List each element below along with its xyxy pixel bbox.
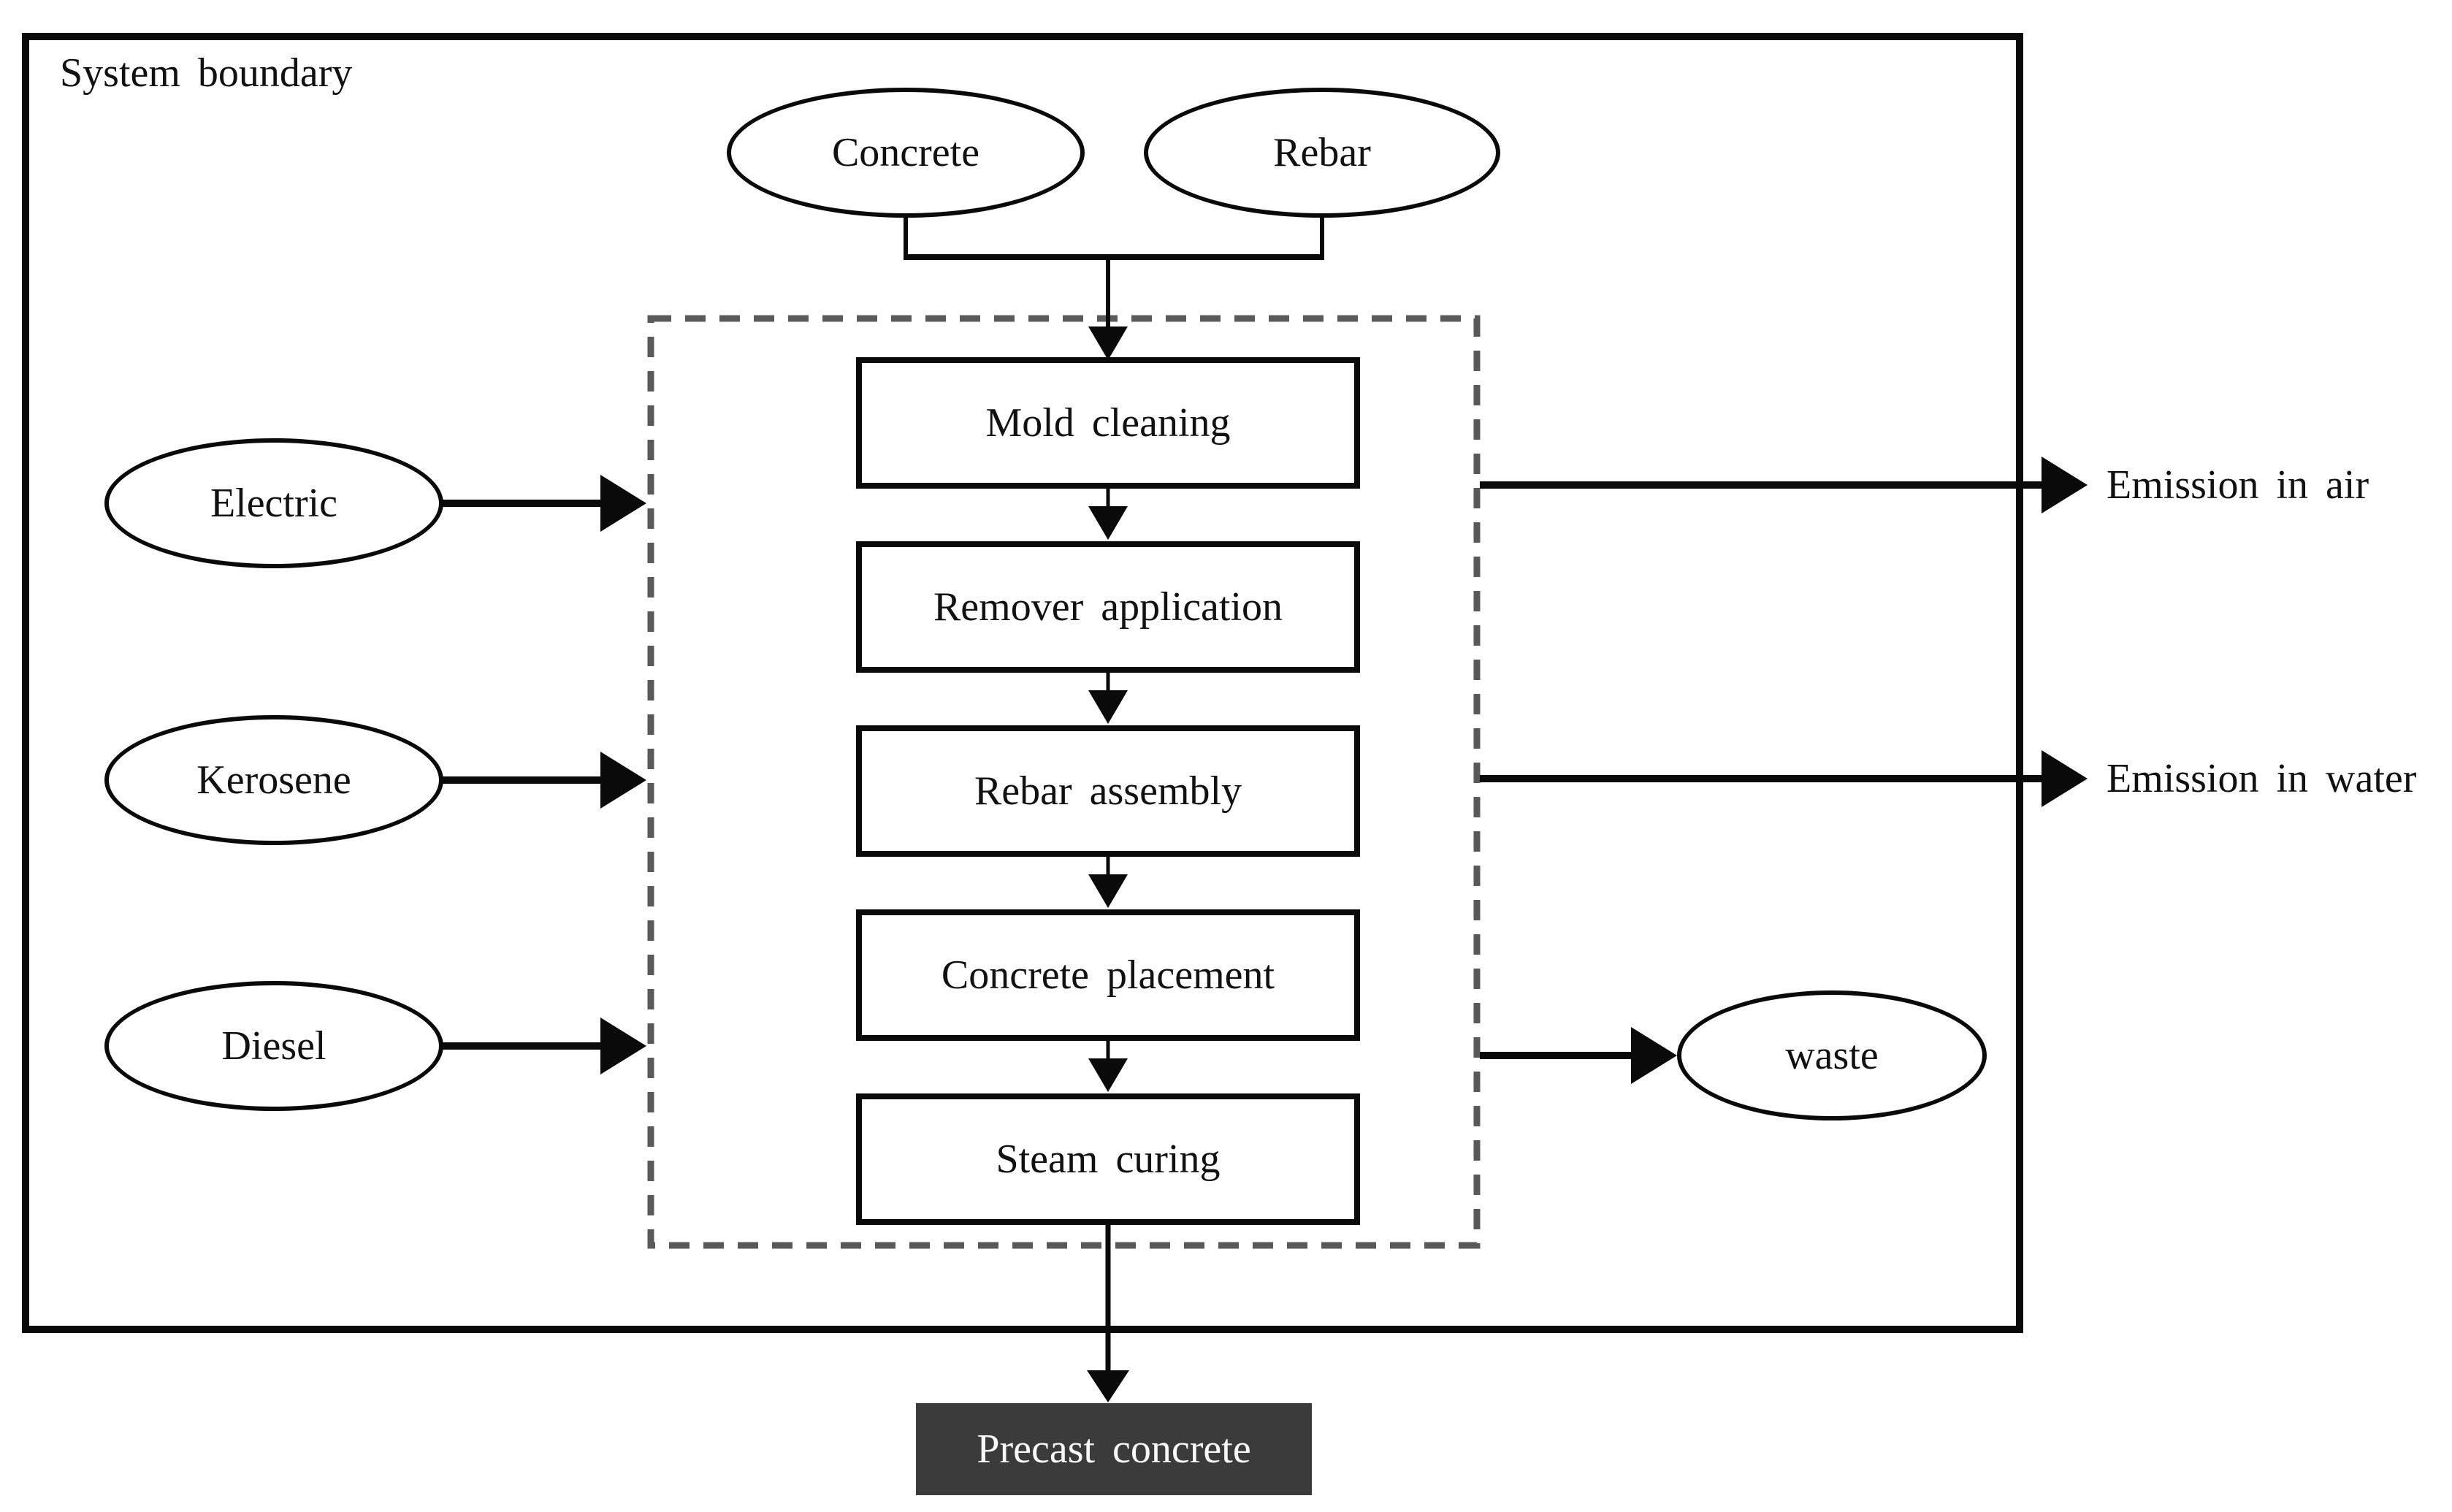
node-waste: waste	[1677, 990, 1987, 1120]
node-rebar: Rebar	[1144, 88, 1500, 218]
node-concrete-label: Concrete	[831, 130, 980, 175]
output-emission-air: Emission in air	[2107, 457, 2369, 513]
process-mold-cleaning: Mold cleaning	[856, 357, 1360, 489]
node-electric: Electric	[104, 438, 443, 568]
output-emission-water-label: Emission in water	[2107, 756, 2417, 801]
node-rebar-label: Rebar	[1273, 130, 1371, 175]
system-boundary-box	[22, 33, 2023, 1333]
output-precast-concrete: Precast concrete	[916, 1403, 1312, 1495]
arrowhead-emission-air	[2042, 457, 2088, 513]
node-concrete: Concrete	[727, 88, 1085, 218]
process-concrete-placement: Concrete placement	[856, 909, 1360, 1041]
process-rebar-assembly: Rebar assembly	[856, 725, 1360, 857]
process-steam-curing-label: Steam curing	[996, 1137, 1221, 1182]
node-diesel-label: Diesel	[221, 1023, 326, 1069]
node-waste-label: waste	[1785, 1033, 1879, 1078]
process-steam-curing: Steam curing	[856, 1093, 1360, 1225]
arrowhead-emission-water	[2042, 750, 2088, 807]
node-kerosene-label: Kerosene	[196, 757, 351, 803]
node-diesel: Diesel	[104, 981, 443, 1111]
output-emission-air-label: Emission in air	[2107, 462, 2369, 508]
output-emission-water: Emission in water	[2107, 751, 2416, 806]
process-concrete-placement-label: Concrete placement	[941, 952, 1275, 998]
process-remover-application: Remover application	[856, 541, 1360, 673]
node-electric-label: Electric	[210, 481, 338, 526]
process-rebar-assembly-label: Rebar assembly	[974, 768, 1242, 814]
process-remover-application-label: Remover application	[933, 584, 1283, 630]
process-mold-cleaning-label: Mold cleaning	[985, 400, 1231, 446]
node-kerosene: Kerosene	[104, 715, 443, 845]
arrowhead-bottom-output	[1087, 1370, 1129, 1402]
output-precast-concrete-label: Precast concrete	[977, 1427, 1251, 1472]
system-boundary-label: System boundary	[60, 50, 353, 96]
